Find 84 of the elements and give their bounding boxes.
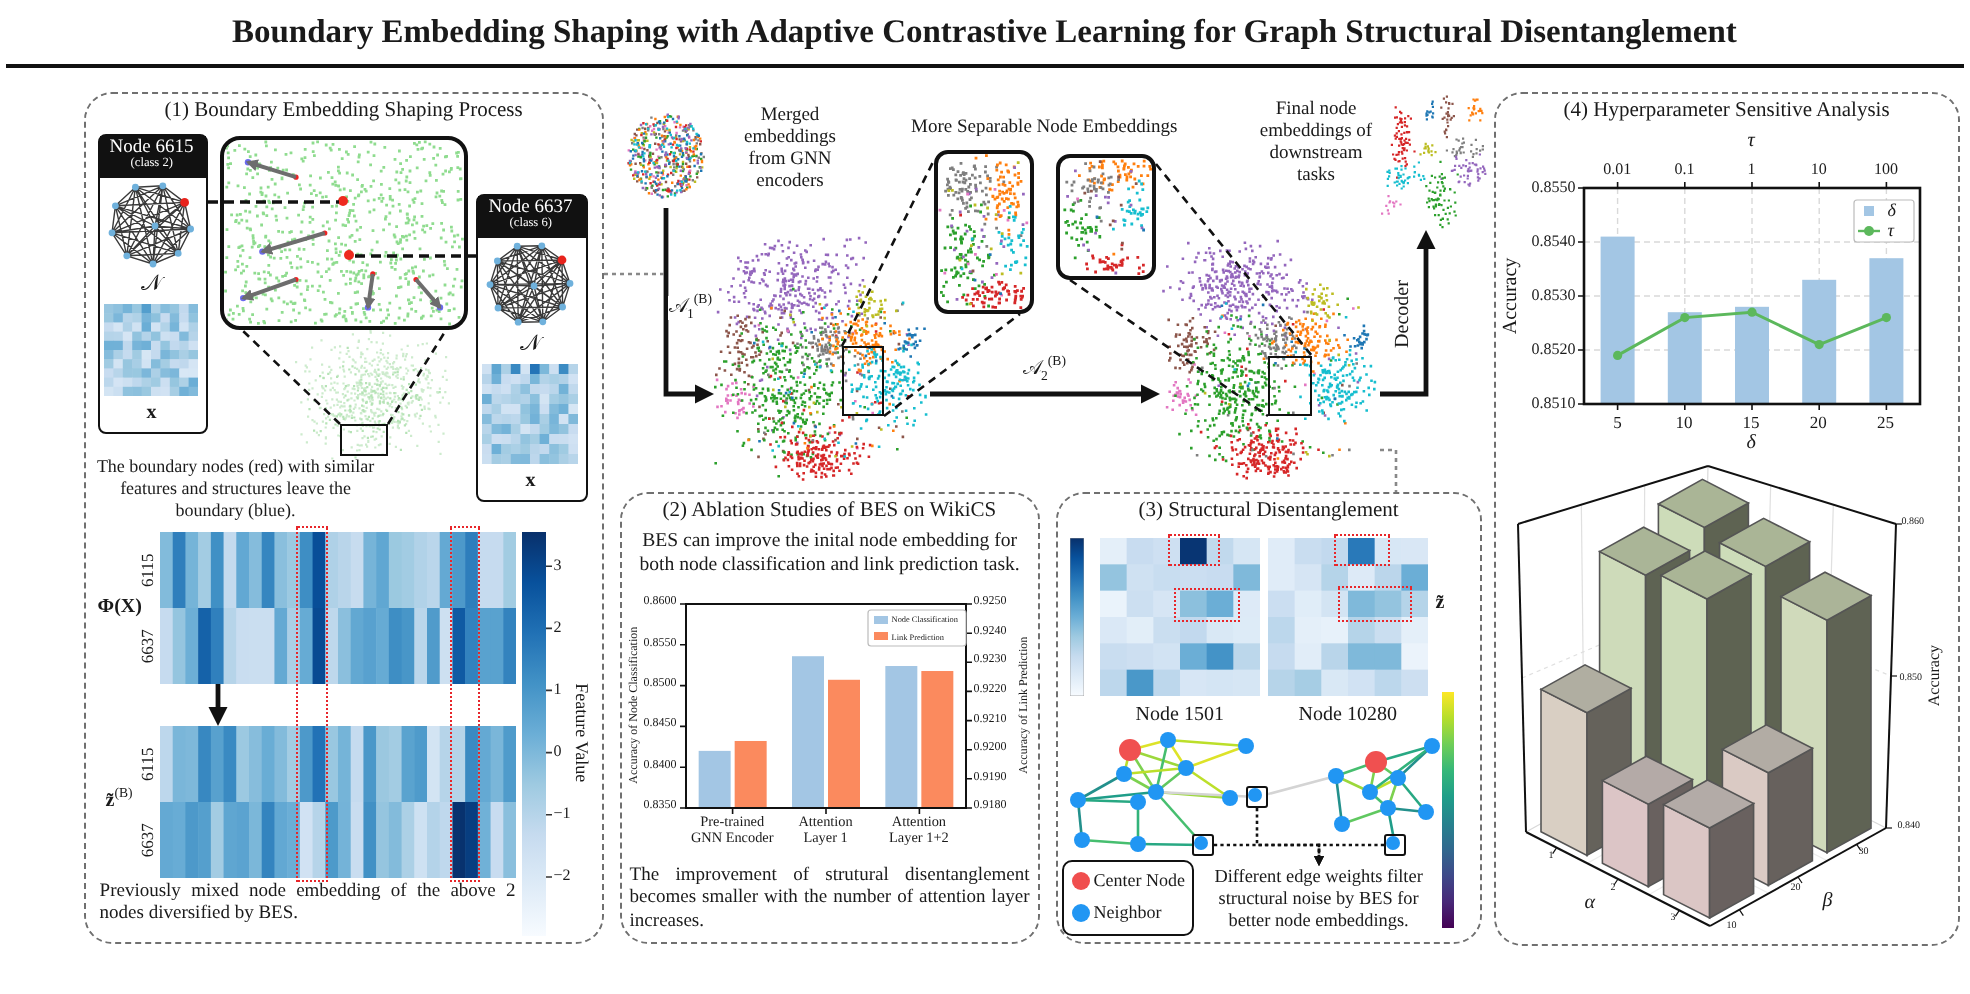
legend-label: Center Node bbox=[1093, 870, 1186, 893]
axis-tick-label: 10 bbox=[1810, 159, 1827, 179]
axis-tick-label: 0.01 bbox=[1603, 159, 1632, 179]
caption-text: Node 1501 bbox=[1135, 703, 1224, 728]
axis-tick-label: 10 bbox=[1675, 411, 1693, 432]
section-heading: More Separable Node Embeddings bbox=[911, 118, 1178, 141]
matrix-label: z̃$^{(B)}$ bbox=[105, 789, 133, 814]
axis-tick-label: 15 bbox=[1742, 411, 1760, 432]
legend-label: Neighbor bbox=[1093, 902, 1162, 925]
arrow bbox=[1380, 230, 1436, 397]
matrix-label: z̃ bbox=[1435, 591, 1445, 616]
zoom-guide-line bbox=[386, 329, 448, 425]
axis-tick-label: 0.8510 bbox=[1531, 393, 1576, 413]
description-text: The improvement of strutural disentanglement becomes smaller with the number of attention layer increases. bbox=[629, 865, 1030, 934]
row-label: 6115 bbox=[137, 747, 158, 781]
zoom-region-frame bbox=[1268, 356, 1312, 416]
zoom-guide-line bbox=[1155, 163, 1313, 357]
zoomed-scatter-plot bbox=[934, 150, 1034, 314]
description-text: BES can improve the inital node embedding for both node classification and link prediction task. bbox=[637, 529, 1022, 577]
node-card bbox=[475, 193, 588, 502]
row-label: 6115 bbox=[137, 553, 158, 587]
arrow bbox=[663, 208, 714, 404]
colorbar-tick-label: 0 bbox=[553, 742, 562, 762]
dashed-panel bbox=[620, 492, 1040, 944]
axis-label: τ bbox=[1747, 129, 1755, 154]
matrix-label: Φ(X) bbox=[97, 595, 142, 620]
axis-tick-label: 0.8550 bbox=[1531, 177, 1576, 197]
zoom-region-frame bbox=[842, 346, 884, 416]
row-label: 6637 bbox=[137, 822, 158, 857]
axis-tick-label: 0.8530 bbox=[1531, 285, 1576, 305]
zoomed-scatter-plot bbox=[1056, 154, 1156, 280]
scatter-plot bbox=[1160, 234, 1380, 482]
math-symbol: 𝒩 bbox=[519, 332, 542, 357]
dashed-panel bbox=[84, 92, 604, 944]
axis-tick-label: 0.8520 bbox=[1531, 339, 1576, 359]
scatter-plot bbox=[714, 236, 930, 482]
math-symbol: x bbox=[525, 470, 536, 493]
math-symbol: x bbox=[146, 402, 157, 425]
legend-label: δ bbox=[1887, 199, 1896, 222]
colorbar-tick-label: −2 bbox=[553, 866, 571, 886]
axis-tick-label: 25 bbox=[1876, 411, 1894, 432]
colorbar-tick-label: 3 bbox=[553, 555, 562, 575]
heatmap bbox=[1099, 537, 1260, 696]
dotted-connector bbox=[604, 272, 666, 276]
panel-title: (1) Boundary Embedding Shaping Process bbox=[164, 99, 523, 125]
panel-title: (4) Hyperparameter Sensitive Analysis bbox=[1563, 99, 1890, 125]
caption-text: Final node embeddings of downstream tasks bbox=[1258, 100, 1374, 188]
axis-tick-label: 0.1 bbox=[1674, 159, 1695, 179]
caption-text: Node 10280 bbox=[1298, 703, 1397, 728]
colorbar-tick-label: 2 bbox=[553, 618, 562, 638]
axis-tick-label: 5 bbox=[1613, 411, 1622, 432]
zoom-guide-line bbox=[840, 159, 936, 347]
card-title: Node 6637 bbox=[488, 197, 573, 218]
annotation-text: Different edge weights filter structural noise by BES for better node embeddings. bbox=[1212, 865, 1425, 932]
description-text: The boundary nodes (red) with similar features and structures leave the boundary (blue). bbox=[95, 455, 376, 524]
figure-title: Boundary Embedding Shaping with Adaptive Contrastive Learning for Graph Structural Disentanglement bbox=[232, 12, 1737, 52]
axis-tick-label: 100 bbox=[1873, 159, 1898, 179]
axis-tick-label: 20 bbox=[1809, 411, 1827, 432]
arrow bbox=[208, 684, 228, 726]
axis-tick-label: 1 bbox=[1747, 159, 1756, 179]
row-label: 6637 bbox=[137, 628, 158, 663]
scatter-plot bbox=[1380, 94, 1488, 230]
node-card bbox=[97, 133, 208, 434]
axis-label: Accuracy bbox=[1925, 644, 1945, 706]
dotted-connector bbox=[1380, 448, 1398, 492]
panel-title: (3) Structural Disentanglement bbox=[1138, 499, 1399, 525]
arrow bbox=[930, 384, 1160, 404]
heatmap bbox=[1267, 537, 1428, 696]
axis-label: Accuracy bbox=[1499, 257, 1524, 334]
axis-tick-label: 0.8540 bbox=[1531, 231, 1576, 251]
colorbar-tick-label: 1 bbox=[553, 680, 562, 700]
boundary-node-marker bbox=[338, 196, 349, 207]
dashed-connector bbox=[208, 200, 339, 204]
zoom-region-frame bbox=[339, 423, 388, 456]
colorbar-label: Feature Value bbox=[570, 683, 592, 783]
math-symbol: 𝒩 bbox=[140, 272, 163, 297]
caption-text: Merged embeddings from GNN encoders bbox=[743, 106, 837, 194]
zoomed-scatter-plot bbox=[219, 135, 468, 330]
colorbar-tick-label: −1 bbox=[553, 804, 571, 824]
card-title: Node 6615 bbox=[109, 137, 194, 158]
panel-title: (2) Ablation Studies of BES on WikiCS bbox=[662, 499, 997, 525]
axis-label: δ bbox=[1746, 431, 1756, 456]
description-text: Previously mixed node embedding of the above 2 nodes diversified by BES. bbox=[99, 881, 516, 928]
boundary-node-marker bbox=[344, 250, 355, 261]
